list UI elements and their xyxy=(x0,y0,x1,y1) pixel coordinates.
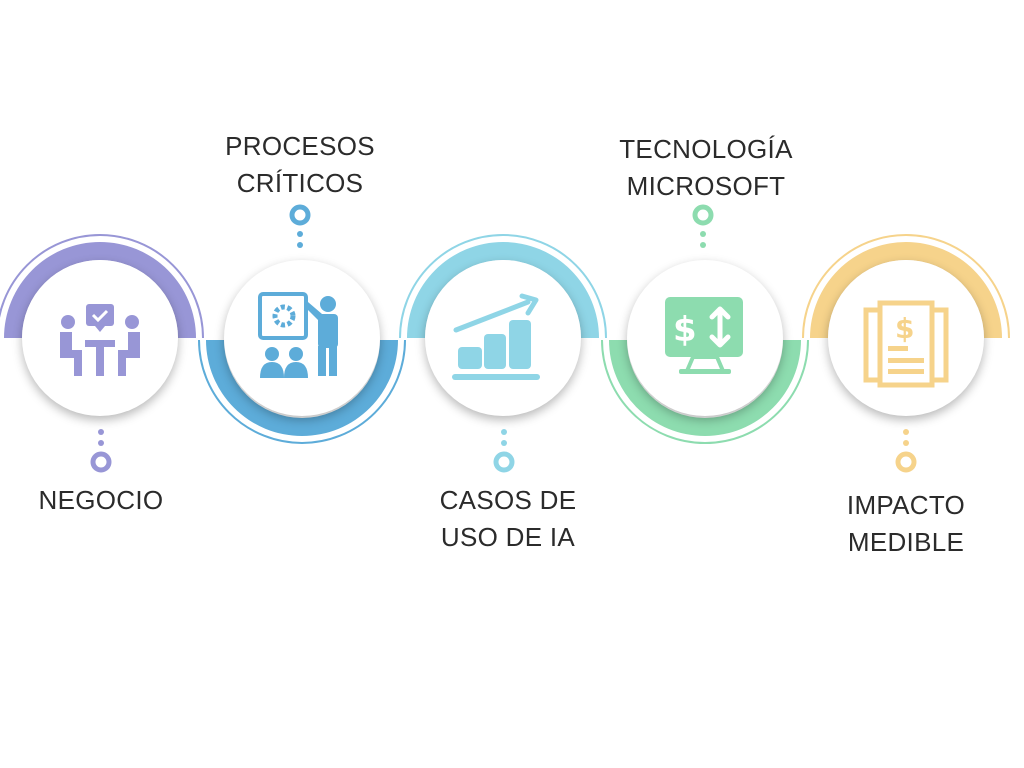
invoice-dollar-icon: $ xyxy=(863,300,949,388)
label-line: NEGOCIO xyxy=(38,485,164,515)
arc-casos xyxy=(399,234,607,339)
label-line: PROCESOS xyxy=(225,131,375,161)
svg-text:$: $ xyxy=(673,310,697,350)
label-line: CRÍTICOS xyxy=(236,168,364,198)
label-line: TECNOLOGÍA xyxy=(619,134,793,164)
step-label-tecnologia: TECNOLOGÍA MICROSOFT xyxy=(596,131,816,205)
meeting-approval-icon xyxy=(60,304,140,376)
presentation-gear-icon xyxy=(258,292,338,378)
arc-procesos xyxy=(198,339,406,444)
connector-casos xyxy=(493,429,515,473)
monitor-dollar-icon: $ xyxy=(665,297,743,374)
label-line: MEDIBLE xyxy=(847,527,965,557)
svg-text:$: $ xyxy=(895,312,914,345)
step-label-impacto: IMPACTO MEDIBLE xyxy=(796,487,1016,561)
label-line: MICROSOFT xyxy=(626,171,786,201)
label-line: CASOS DE xyxy=(439,485,577,515)
growth-chart-icon xyxy=(452,293,540,380)
connector-impacto xyxy=(895,429,917,473)
label-line: IMPACTO xyxy=(846,490,966,520)
step-label-procesos: PROCESOS CRÍTICOS xyxy=(190,128,410,202)
arc-negocio xyxy=(0,234,204,339)
connector-tecnologia xyxy=(692,204,714,248)
arc-impacto xyxy=(802,234,1010,339)
arc-tecnologia xyxy=(601,339,809,444)
step-label-negocio: NEGOCIO xyxy=(0,482,211,519)
step-label-casos: CASOS DE USO DE IA xyxy=(398,482,618,556)
connector-negocio xyxy=(90,429,112,473)
connector-procesos xyxy=(289,204,311,248)
label-line: USO DE IA xyxy=(440,522,576,552)
step-circle-negocio xyxy=(22,260,178,416)
